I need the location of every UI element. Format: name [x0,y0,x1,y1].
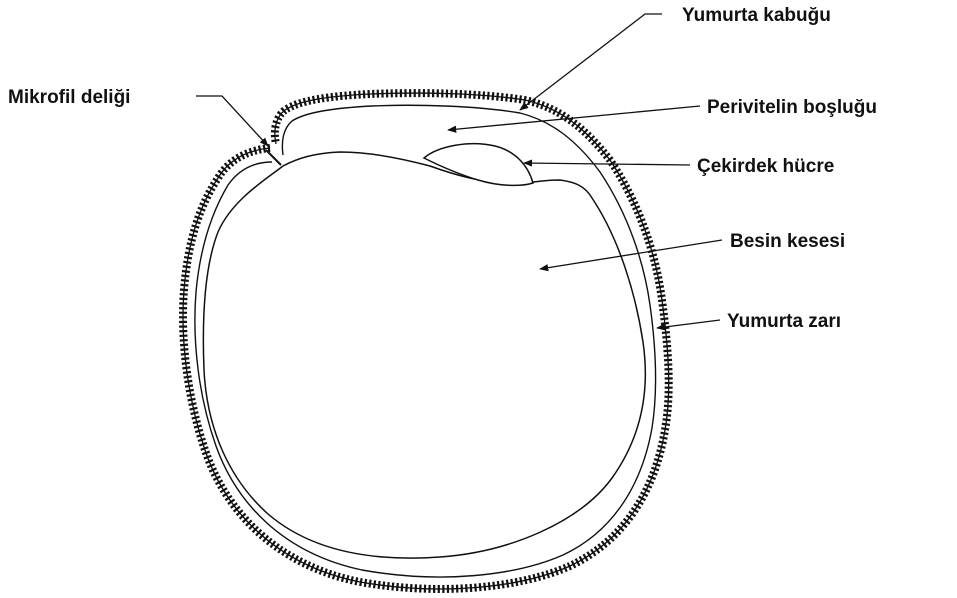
leader-micropyle [196,96,268,146]
yolk-sac [203,152,645,558]
leader-egg-shell [520,14,662,110]
leader-perivitelline-space [448,106,700,130]
label-yolk-sac: Besin kesesi [730,231,845,252]
label-perivitelline-space: Perivitelin boşluğu [707,97,877,118]
label-egg-shell: Yumurta kabuğu [682,5,831,26]
label-germinal-disc: Çekirdek hücre [697,156,834,177]
label-egg-membrane: Yumurta zarı [727,311,841,332]
label-micropyle: Mikrofil deliği [8,87,130,108]
leader-germinal-disc [524,163,690,165]
